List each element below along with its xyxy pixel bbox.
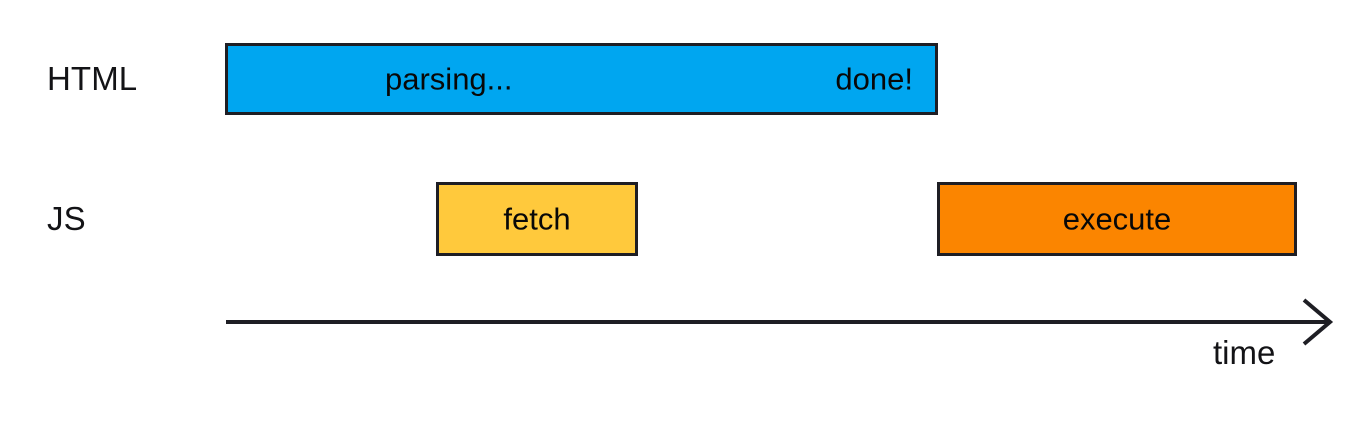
bar-label-execute: execute (1062, 201, 1172, 237)
axis-label-time: time (1213, 334, 1276, 371)
bar-label-parsing: parsing... (385, 61, 513, 97)
row-label-html: HTML (47, 60, 138, 97)
bar-label-fetch: fetch (503, 201, 571, 237)
bar-js-fetch: fetch (436, 182, 638, 256)
time-axis-arrow (226, 298, 1334, 346)
bar-js-execute: execute (937, 182, 1297, 256)
bar-label-done: done! (835, 61, 913, 97)
arrow-right-icon (1302, 298, 1334, 346)
row-label-js: JS (47, 200, 86, 237)
bar-html-parsing: parsing... done! (225, 43, 938, 115)
